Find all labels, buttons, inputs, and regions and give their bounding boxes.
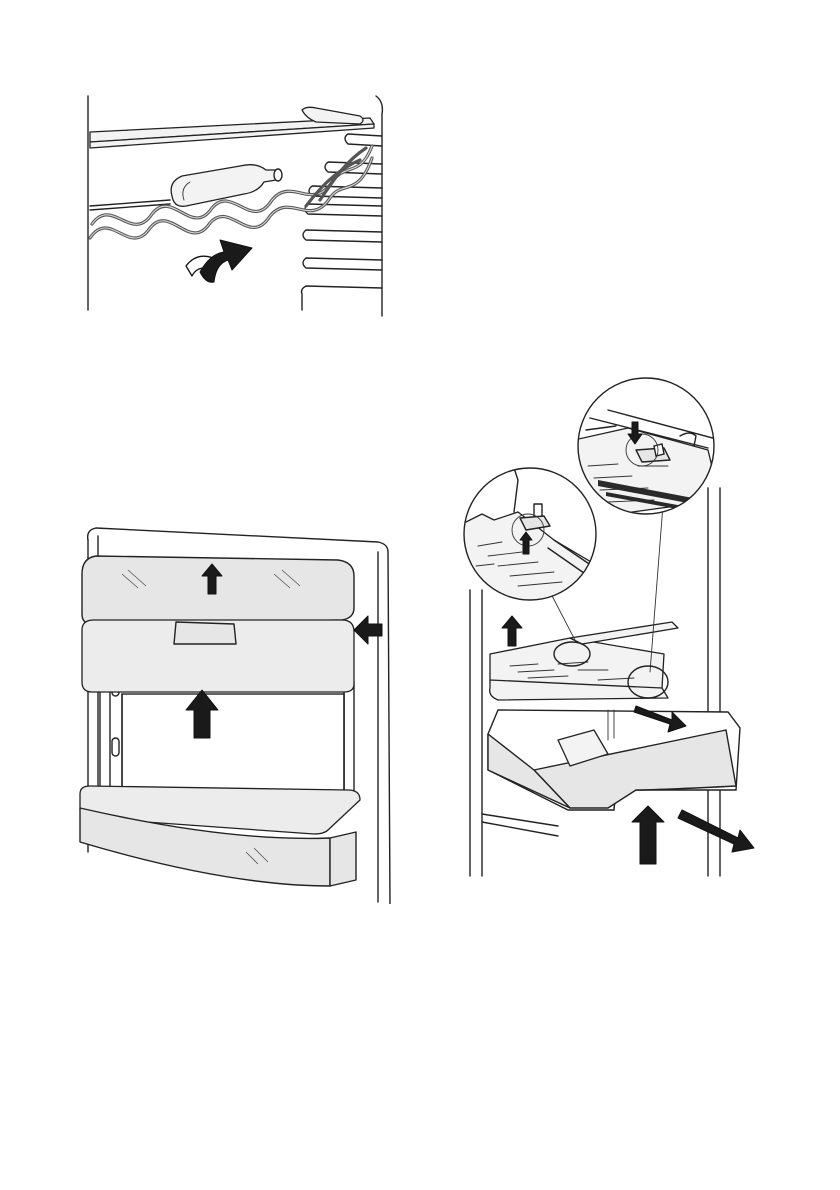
detail-circle-right [574, 378, 720, 520]
bottle-rack-figure [80, 88, 390, 320]
drawer-handle [174, 622, 236, 644]
detail-leader-right [650, 492, 664, 672]
freezer-compartment [122, 694, 344, 794]
up-arrow-cover-icon [502, 616, 522, 646]
freezer-drawer-front [82, 620, 354, 692]
glass-cover [490, 622, 678, 700]
pull-arrow-side-icon [678, 810, 754, 852]
crisper-drawer [488, 710, 740, 810]
glass-shelf [90, 107, 374, 148]
lower-drawer [80, 786, 360, 886]
crisper-drawer-figure [458, 370, 770, 882]
curved-up-arrow-icon [186, 240, 252, 282]
up-arrow-drawer-icon [632, 806, 664, 864]
freezer-flap [82, 556, 354, 624]
detail-circle-left [458, 468, 598, 610]
rail-slot-lower [112, 738, 119, 756]
freezer-drawer-figure [78, 512, 400, 904]
